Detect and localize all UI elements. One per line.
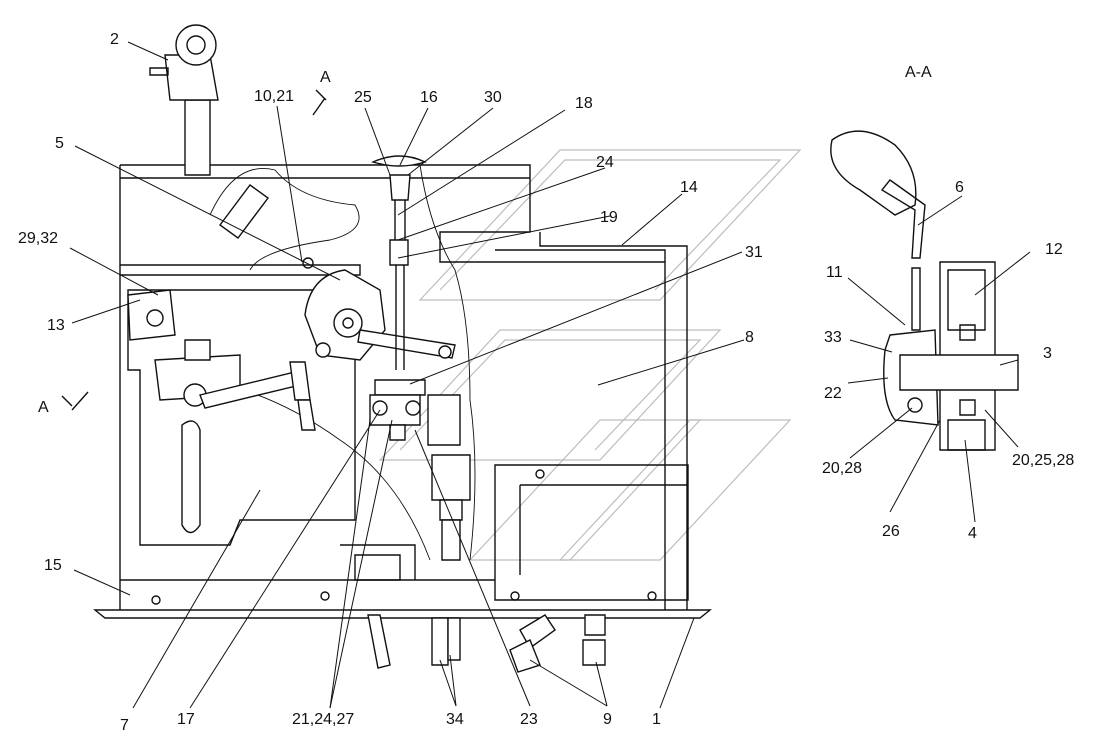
callout: 21,24,27 xyxy=(292,711,354,728)
callout: 22 xyxy=(824,385,842,402)
callout: 17 xyxy=(177,711,195,728)
leader-lines xyxy=(69,41,1031,709)
slot xyxy=(181,420,201,534)
callout: 6 xyxy=(955,179,964,196)
callout: 11 xyxy=(826,264,843,281)
lower-box xyxy=(494,464,689,601)
callout: 24 xyxy=(596,154,614,171)
bracket xyxy=(127,289,176,341)
callout: 20,25,28 xyxy=(1012,452,1074,469)
callout: 12 xyxy=(1045,241,1063,258)
callout: 29,32 xyxy=(18,230,58,247)
callout: 23 xyxy=(520,711,538,728)
callout: 7 xyxy=(120,717,129,734)
labels: A-A A A 2 10,21 25 16 30 18 5 24 19 14 2… xyxy=(18,31,1074,734)
callout: 9 xyxy=(603,711,612,728)
screws xyxy=(151,257,657,605)
callout: 30 xyxy=(484,89,502,106)
main-view xyxy=(61,24,712,673)
callout: 13 xyxy=(47,317,65,334)
section-title: A-A xyxy=(905,64,932,81)
callout: 3 xyxy=(1043,345,1052,362)
lever-handle xyxy=(184,99,211,176)
callout: 25 xyxy=(354,89,372,106)
callout: 15 xyxy=(44,557,62,574)
cutaway-top xyxy=(209,168,360,271)
section-mark-top: A xyxy=(320,69,331,86)
section-mark-left: A xyxy=(38,399,49,416)
callout: 4 xyxy=(968,525,977,542)
knob xyxy=(370,155,427,167)
callout: 18 xyxy=(575,95,593,112)
callout: 8 xyxy=(745,329,754,346)
callout: 26 xyxy=(882,523,900,540)
callout: 5 xyxy=(55,135,64,152)
callout: 34 xyxy=(446,711,464,728)
side-panel xyxy=(539,232,688,610)
section-view xyxy=(830,130,1019,451)
callout: 31 xyxy=(745,244,763,261)
section-knob xyxy=(830,130,917,216)
callout: 14 xyxy=(680,179,698,196)
callout: 2 xyxy=(110,31,119,48)
callout: 1 xyxy=(652,711,661,728)
callout: 20,28 xyxy=(822,460,862,477)
callout: 10,21 xyxy=(254,88,294,105)
callout: 19 xyxy=(600,209,618,226)
base-plate xyxy=(93,609,712,619)
callout: 16 xyxy=(420,89,438,106)
callout: 33 xyxy=(824,329,842,346)
